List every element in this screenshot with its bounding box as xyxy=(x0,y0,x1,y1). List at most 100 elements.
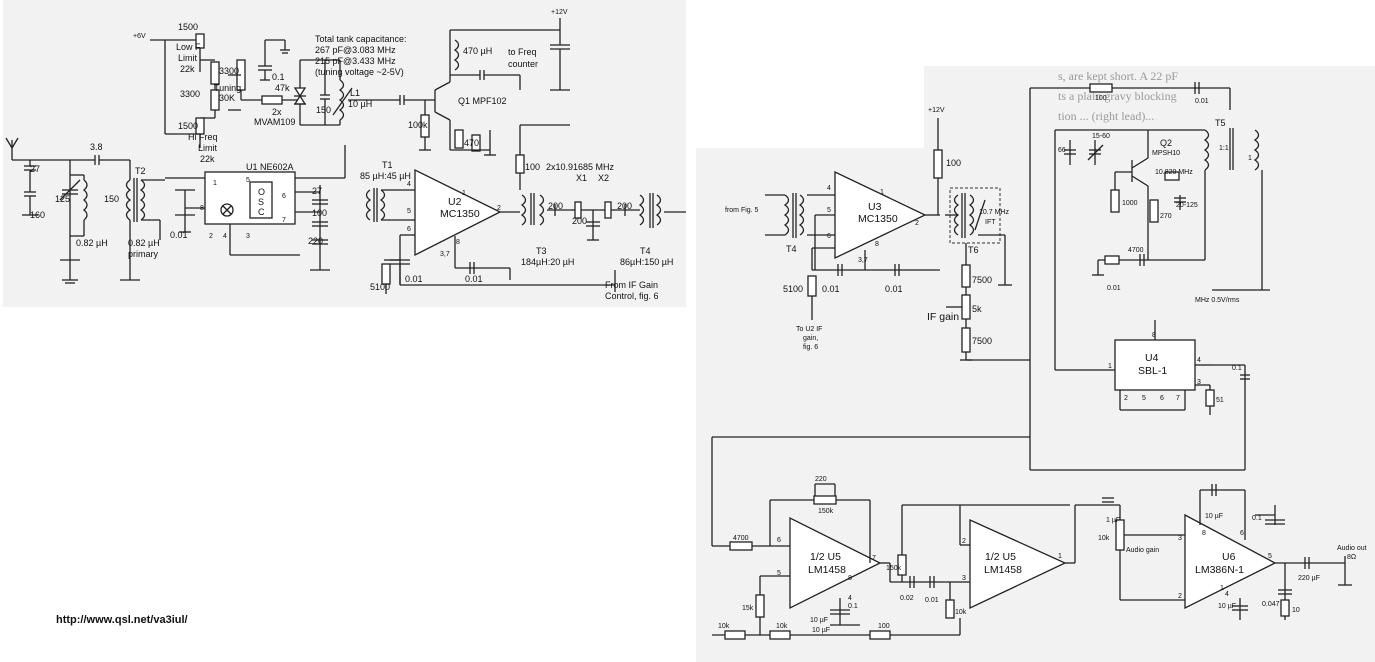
svg-text:125: 125 xyxy=(55,194,70,204)
svg-text:100: 100 xyxy=(525,162,540,172)
svg-text:0.01: 0.01 xyxy=(405,274,423,284)
svg-text:X2: X2 xyxy=(598,173,609,183)
svg-text:3: 3 xyxy=(246,233,250,240)
svg-text:T4: T4 xyxy=(786,244,797,254)
svg-text:10 µF: 10 µF xyxy=(810,617,828,624)
svg-text:6: 6 xyxy=(407,226,411,233)
u2-if-amp xyxy=(365,168,535,294)
svg-text:0.01: 0.01 xyxy=(925,597,939,604)
svg-text:5: 5 xyxy=(246,177,250,184)
svg-text:5k: 5k xyxy=(972,304,982,314)
svg-text:4: 4 xyxy=(1225,591,1229,598)
svg-text:SBL-1: SBL-1 xyxy=(1138,365,1167,377)
svg-text:5: 5 xyxy=(1268,553,1272,560)
svg-text:4: 4 xyxy=(223,233,227,240)
svg-text:7: 7 xyxy=(282,217,286,224)
svg-text:220: 220 xyxy=(308,236,323,246)
svg-text:+12V: +12V xyxy=(551,9,568,16)
svg-text:From IF Gain: From IF Gain xyxy=(605,280,658,290)
svg-text:6: 6 xyxy=(1160,395,1164,402)
svg-text:5100: 5100 xyxy=(783,284,803,294)
svg-text:C: C xyxy=(258,207,265,217)
svg-text:Q2: Q2 xyxy=(1160,138,1172,148)
svg-text:T2: T2 xyxy=(135,166,146,176)
svg-text:267 pF@3.083 MHz: 267 pF@3.083 MHz xyxy=(315,45,396,55)
svg-text:MHz 0.5V/rms: MHz 0.5V/rms xyxy=(1195,297,1240,304)
svg-text:0.01: 0.01 xyxy=(1195,98,1209,105)
supply-12v-label: +12V xyxy=(928,107,945,114)
svg-text:to Freq: to Freq xyxy=(508,47,537,57)
svg-text:66: 66 xyxy=(1058,147,1066,154)
u1-label: U1 NE602A xyxy=(246,162,294,172)
right-bottom-rail xyxy=(712,618,961,640)
svg-text:Low F: Low F xyxy=(176,42,201,52)
svg-text:IF gain: IF gain xyxy=(927,311,959,323)
svg-text:6: 6 xyxy=(282,193,286,200)
svg-text:3: 3 xyxy=(962,575,966,582)
svg-text:gain,: gain, xyxy=(803,335,818,342)
source-url: http://www.qsl.net/va3iul/ xyxy=(56,614,188,626)
scan-white-block xyxy=(696,66,924,148)
svg-text:270: 270 xyxy=(1160,213,1172,220)
svg-text:3: 3 xyxy=(1178,535,1182,542)
svg-text:184µH:20 µH: 184µH:20 µH xyxy=(521,257,574,267)
svg-text:3300: 3300 xyxy=(180,89,200,99)
svg-text:Hi Freq: Hi Freq xyxy=(188,132,218,142)
right-labels: +12V from Fig. 5 T4 U3 MC1350 4 5 6 1 2 … xyxy=(718,95,1367,634)
svg-text:X1: X1 xyxy=(576,173,587,183)
svg-text:8: 8 xyxy=(1202,530,1206,537)
svg-text:2: 2 xyxy=(209,233,213,240)
svg-text:100: 100 xyxy=(946,158,961,168)
svg-text:ts a plain gravy blocking: ts a plain gravy blocking xyxy=(1058,89,1177,103)
u5b-lm1458 xyxy=(890,504,1076,619)
u3-label: U3 xyxy=(868,201,882,213)
svg-text:4: 4 xyxy=(848,595,852,602)
svg-text:10 µF: 10 µF xyxy=(1218,603,1236,610)
bfo-oscillator xyxy=(1029,82,1270,470)
svg-text:2x10.91685 MHz: 2x10.91685 MHz xyxy=(546,162,615,172)
svg-text:6: 6 xyxy=(1240,530,1244,537)
svg-text:1:1: 1:1 xyxy=(1219,145,1229,152)
svg-text:1: 1 xyxy=(1108,363,1112,370)
svg-text:primary: primary xyxy=(128,249,159,259)
q1-label: Q1 MPF102 xyxy=(458,96,507,106)
svg-text:T4: T4 xyxy=(640,246,651,256)
svg-text:7: 7 xyxy=(1176,395,1180,402)
svg-text:27: 27 xyxy=(312,186,322,196)
svg-text:150k: 150k xyxy=(818,508,834,515)
svg-text:10k: 10k xyxy=(955,609,967,616)
svg-text:1: 1 xyxy=(1058,553,1062,560)
svg-text:4700: 4700 xyxy=(733,535,749,542)
svg-text:22k: 22k xyxy=(180,64,195,74)
u6-label: U6 xyxy=(1222,551,1236,563)
svg-text:150: 150 xyxy=(316,105,331,115)
svg-text:(tuning voltage ~2-5V): (tuning voltage ~2-5V) xyxy=(315,67,404,77)
u5a-lm1458 xyxy=(711,436,1030,635)
svg-text:8Ω: 8Ω xyxy=(1347,554,1356,561)
svg-text:10.7 MHz: 10.7 MHz xyxy=(979,209,1009,216)
svg-text:3300: 3300 xyxy=(219,66,239,76)
svg-text:85 µH:45 µH: 85 µH:45 µH xyxy=(360,171,411,181)
svg-text:10k: 10k xyxy=(718,623,730,630)
svg-text:15-60: 15-60 xyxy=(1092,133,1110,140)
svg-text:220: 220 xyxy=(815,476,827,483)
right-supply xyxy=(933,118,943,200)
left-schematic: +6V 1500 Low F Limit 22k 3300 3300 Tunin… xyxy=(3,0,686,307)
svg-text:0.02: 0.02 xyxy=(900,595,914,602)
svg-text:10 µH: 10 µH xyxy=(348,99,372,109)
svg-text:10: 10 xyxy=(1292,607,1300,614)
svg-text:220 µF: 220 µF xyxy=(1298,575,1320,582)
svg-text:100: 100 xyxy=(878,623,890,630)
svg-text:LM1458: LM1458 xyxy=(808,564,846,576)
if-gain-chain xyxy=(946,243,1030,361)
svg-text:MC1350: MC1350 xyxy=(858,213,898,225)
vfo-tank xyxy=(258,39,353,126)
right-schematic: s, are kept short. A 22 pF ts a plain gr… xyxy=(696,66,1375,662)
svg-text:T5: T5 xyxy=(1215,118,1226,128)
u2-label: U2 xyxy=(448,196,462,208)
book-page-text: s, are kept short. A 22 pF ts a plain gr… xyxy=(1058,69,1178,123)
antenna-icon xyxy=(5,137,30,161)
svg-text:3.8: 3.8 xyxy=(90,142,103,152)
svg-text:10k: 10k xyxy=(776,623,788,630)
svg-text:1000: 1000 xyxy=(1122,200,1138,207)
